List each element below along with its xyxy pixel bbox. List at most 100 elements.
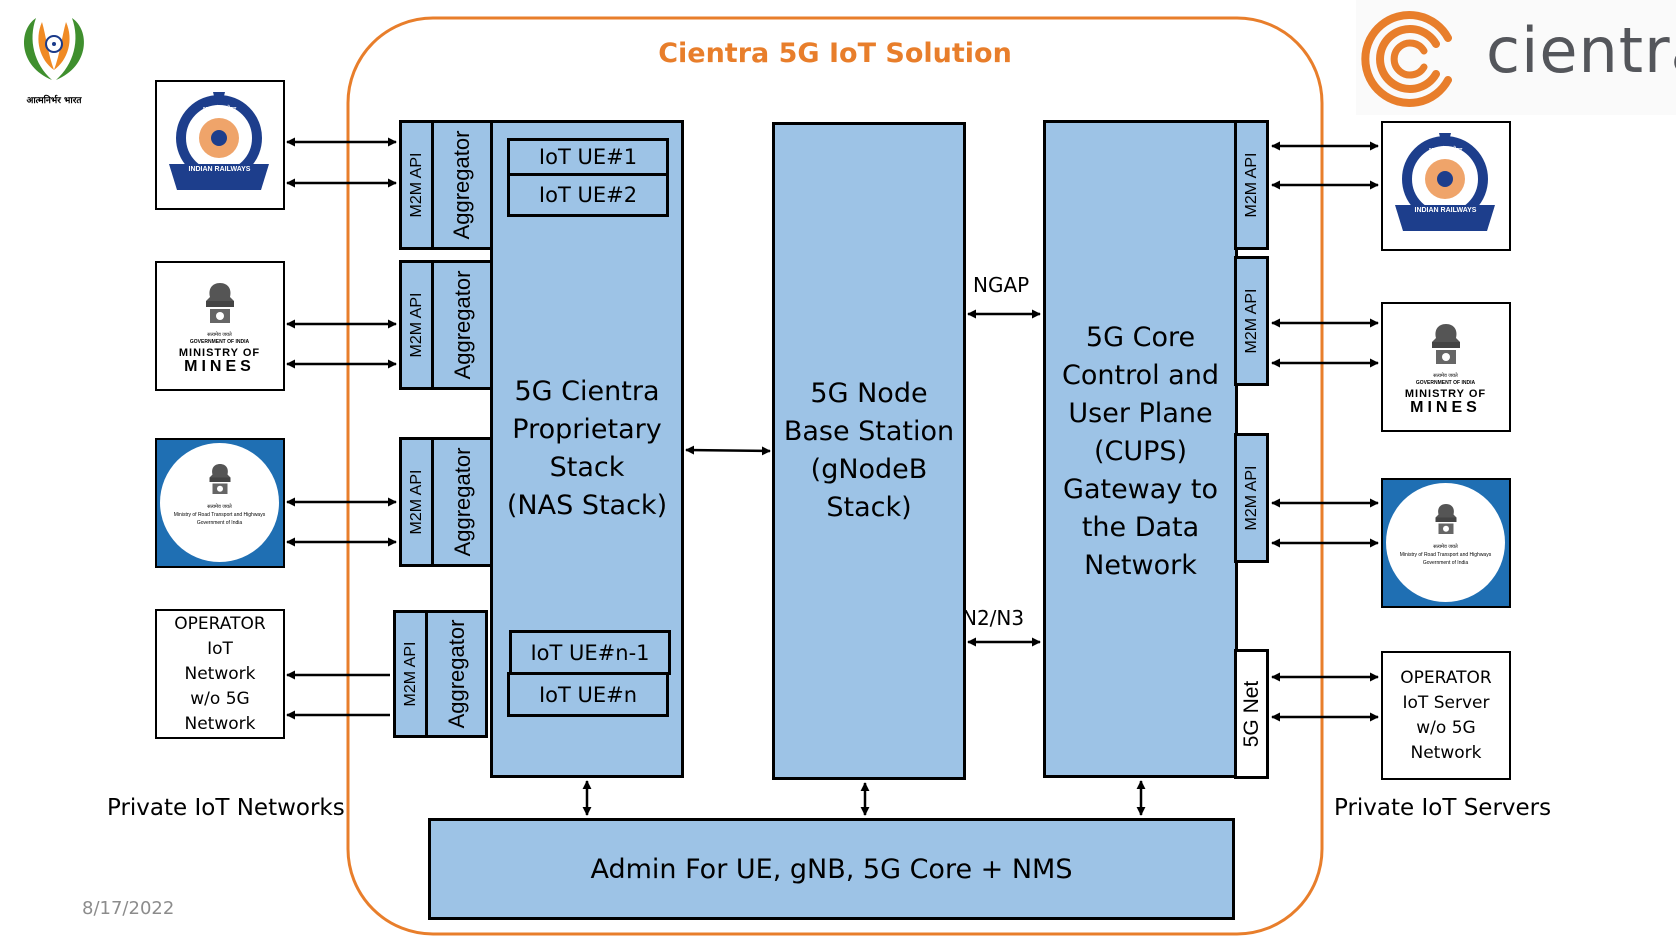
core-line-7: Network bbox=[1084, 550, 1197, 581]
mines-goi-text: GOVERNMENT OF INDIA bbox=[189, 339, 250, 345]
right-railways-logo: भारतीय रेल INDIAN RAILWAYS bbox=[1381, 121, 1511, 251]
nas-stack-line-1: 5G Cientra bbox=[514, 376, 660, 407]
mines-ministry-text: MINISTRY OF bbox=[178, 347, 261, 359]
operator-server-line-1: OPERATOR bbox=[1400, 667, 1492, 688]
admin-block: Admin For UE, gNB, 5G Core + NMS bbox=[428, 818, 1235, 920]
morth-goi-text: Government of India bbox=[1422, 560, 1469, 566]
left-railways-logo: भारतीय रेल INDIAN RAILWAYS bbox=[155, 80, 285, 210]
mines-satyamev-text: सत्यमेव जयते bbox=[207, 332, 232, 338]
left-mines-logo: सत्यमेव जयते GOVERNMENT OF INDIA MINISTR… bbox=[155, 261, 285, 391]
m2m-api-left-1: M2M API bbox=[399, 120, 434, 250]
m2m-api-left-3: M2M API bbox=[399, 437, 434, 567]
mines-satyamev-text: सत्यमेव जयते bbox=[1433, 373, 1458, 379]
mines-name-text: MINES bbox=[184, 358, 255, 375]
iot-ue-2: IoT UE#2 bbox=[507, 173, 669, 217]
aggregator-left-1: Aggregator bbox=[431, 120, 493, 250]
m2m-api-label: M2M API bbox=[407, 152, 425, 218]
iot-ue-n-minus-1: IoT UE#n-1 bbox=[509, 630, 671, 675]
left-operator-network: OPERATOR IoT Network w/o 5G Network bbox=[155, 609, 285, 739]
core-line-6: the Data bbox=[1081, 512, 1200, 543]
core-line-1: 5G Core bbox=[1085, 322, 1196, 353]
aggregator-label: Aggregator bbox=[449, 130, 474, 240]
indian-railways-emblem-icon bbox=[1395, 133, 1495, 231]
railways-hindi-text: भारतीय रेल bbox=[1428, 146, 1463, 155]
gnodeb-block: 5G Node Base Station (gNodeB Stack) bbox=[772, 122, 966, 780]
mines-ministry-text: MINISTRY OF bbox=[1404, 388, 1487, 400]
operator-network-line-4: w/o 5G bbox=[190, 688, 250, 709]
gnodeb-line-1: 5G Node bbox=[810, 378, 928, 409]
left-section-label: Private IoT Networks bbox=[107, 795, 345, 821]
core-line-2: Control and bbox=[1062, 360, 1219, 391]
operator-server-line-3: w/o 5G bbox=[1416, 717, 1476, 738]
right-section-label: Private IoT Servers bbox=[1334, 795, 1552, 821]
national-emblem-icon bbox=[1432, 324, 1460, 364]
railways-english-text: INDIAN RAILWAYS bbox=[188, 166, 251, 173]
morth-goi-text: Government of India bbox=[196, 520, 243, 526]
core-line-3: User Plane bbox=[1068, 398, 1213, 429]
indian-railways-emblem-icon bbox=[169, 92, 269, 190]
railways-hindi-text: भारतीय रेल bbox=[202, 105, 237, 114]
atmanirbhar-emblem: आत्मनिर्भर भारत bbox=[14, 8, 94, 106]
m2m-api-label: M2M API bbox=[1242, 288, 1260, 354]
cientra-logo: cientra bbox=[1356, 0, 1676, 115]
atmanirbhar-logo-icon bbox=[24, 18, 84, 80]
aggregator-label: Aggregator bbox=[449, 270, 475, 380]
slide-date: 8/17/2022 bbox=[82, 898, 175, 919]
n2n3-label: N2/N3 bbox=[962, 606, 1025, 630]
national-emblem-icon bbox=[1435, 504, 1457, 534]
m2m-api-label: M2M API bbox=[401, 641, 419, 707]
m2m-api-label: M2M API bbox=[407, 469, 425, 535]
nas-stack-line-3: Stack bbox=[549, 452, 625, 483]
nas-stack-line-2: Proprietary bbox=[512, 414, 662, 445]
aggregator-left-2: Aggregator bbox=[431, 260, 494, 390]
morth-ministry-text: Ministry of Road Transport and Highways bbox=[173, 512, 266, 518]
m2m-api-left-4: M2M API bbox=[393, 610, 428, 738]
iot-ue-1: IoT UE#1 bbox=[507, 138, 669, 176]
operator-network-line-5: Network bbox=[184, 713, 256, 734]
right-morth-logo: सत्यमेव जयते Ministry of Road Transport … bbox=[1381, 478, 1511, 608]
operator-server-line-4: Network bbox=[1410, 742, 1482, 763]
brand-name: cientra bbox=[1486, 14, 1676, 87]
emblem-caption: आत्मनिर्भर भारत bbox=[26, 96, 82, 106]
m2m-api-right-2: M2M API bbox=[1234, 256, 1269, 386]
aggregator-left-4: Aggregator bbox=[425, 610, 488, 738]
core-line-5: Gateway to bbox=[1063, 474, 1218, 505]
arrow-nas-gnodeb bbox=[685, 445, 771, 456]
morth-ministry-text: Ministry of Road Transport and Highways bbox=[1399, 552, 1492, 558]
cientra-mark-icon bbox=[1361, 11, 1452, 107]
mines-name-text: MINES bbox=[1410, 399, 1481, 416]
m2m-api-label: M2M API bbox=[1242, 465, 1260, 531]
morth-satyamev-text: सत्यमेव जयते bbox=[1433, 544, 1458, 550]
m2m-api-label: M2M API bbox=[407, 292, 425, 358]
aggregator-left-3: Aggregator bbox=[431, 437, 494, 567]
operator-network-line-3: Network bbox=[184, 663, 256, 684]
m2m-api-label: M2M API bbox=[1242, 152, 1260, 218]
operator-network-line-1: OPERATOR bbox=[174, 613, 266, 634]
nas-stack-line-4: (NAS Stack) bbox=[506, 490, 668, 521]
operator-network-line-2: IoT bbox=[207, 638, 233, 659]
national-emblem-icon bbox=[209, 464, 231, 494]
operator-server-line-2: IoT Server bbox=[1402, 692, 1490, 713]
page-title: Cientra 5G IoT Solution bbox=[658, 38, 1012, 69]
morth-satyamev-text: सत्यमेव जयते bbox=[207, 504, 232, 510]
core-block: 5G Core Control and User Plane (CUPS) Ga… bbox=[1043, 120, 1238, 778]
aggregator-label: Aggregator bbox=[443, 619, 469, 729]
arrow-group bbox=[286, 137, 1379, 816]
gnodeb-line-4: Stack) bbox=[826, 492, 912, 523]
gnodeb-line-3: (gNodeB bbox=[810, 454, 928, 485]
right-operator-server: OPERATOR IoT Server w/o 5G Network bbox=[1381, 651, 1511, 780]
aggregator-label: Aggregator bbox=[449, 447, 475, 557]
mines-goi-text: GOVERNMENT OF INDIA bbox=[1415, 380, 1476, 386]
left-morth-logo: सत्यमेव जयते Ministry of Road Transport … bbox=[155, 438, 285, 568]
iot-ue-n: IoT UE#n bbox=[507, 672, 669, 717]
m2m-api-right-3: M2M API bbox=[1234, 433, 1269, 563]
fiveg-net-right: 5G Net bbox=[1234, 649, 1269, 779]
gnodeb-line-2: Base Station bbox=[783, 416, 955, 447]
m2m-api-left-2: M2M API bbox=[399, 260, 434, 390]
railways-english-text: INDIAN RAILWAYS bbox=[1414, 207, 1477, 214]
solution-frame bbox=[346, 16, 1324, 936]
fiveg-net-label: 5G Net bbox=[1239, 680, 1263, 748]
national-emblem-icon bbox=[206, 283, 234, 323]
right-mines-logo: सत्यमेव जयते GOVERNMENT OF INDIA MINISTR… bbox=[1381, 302, 1511, 432]
